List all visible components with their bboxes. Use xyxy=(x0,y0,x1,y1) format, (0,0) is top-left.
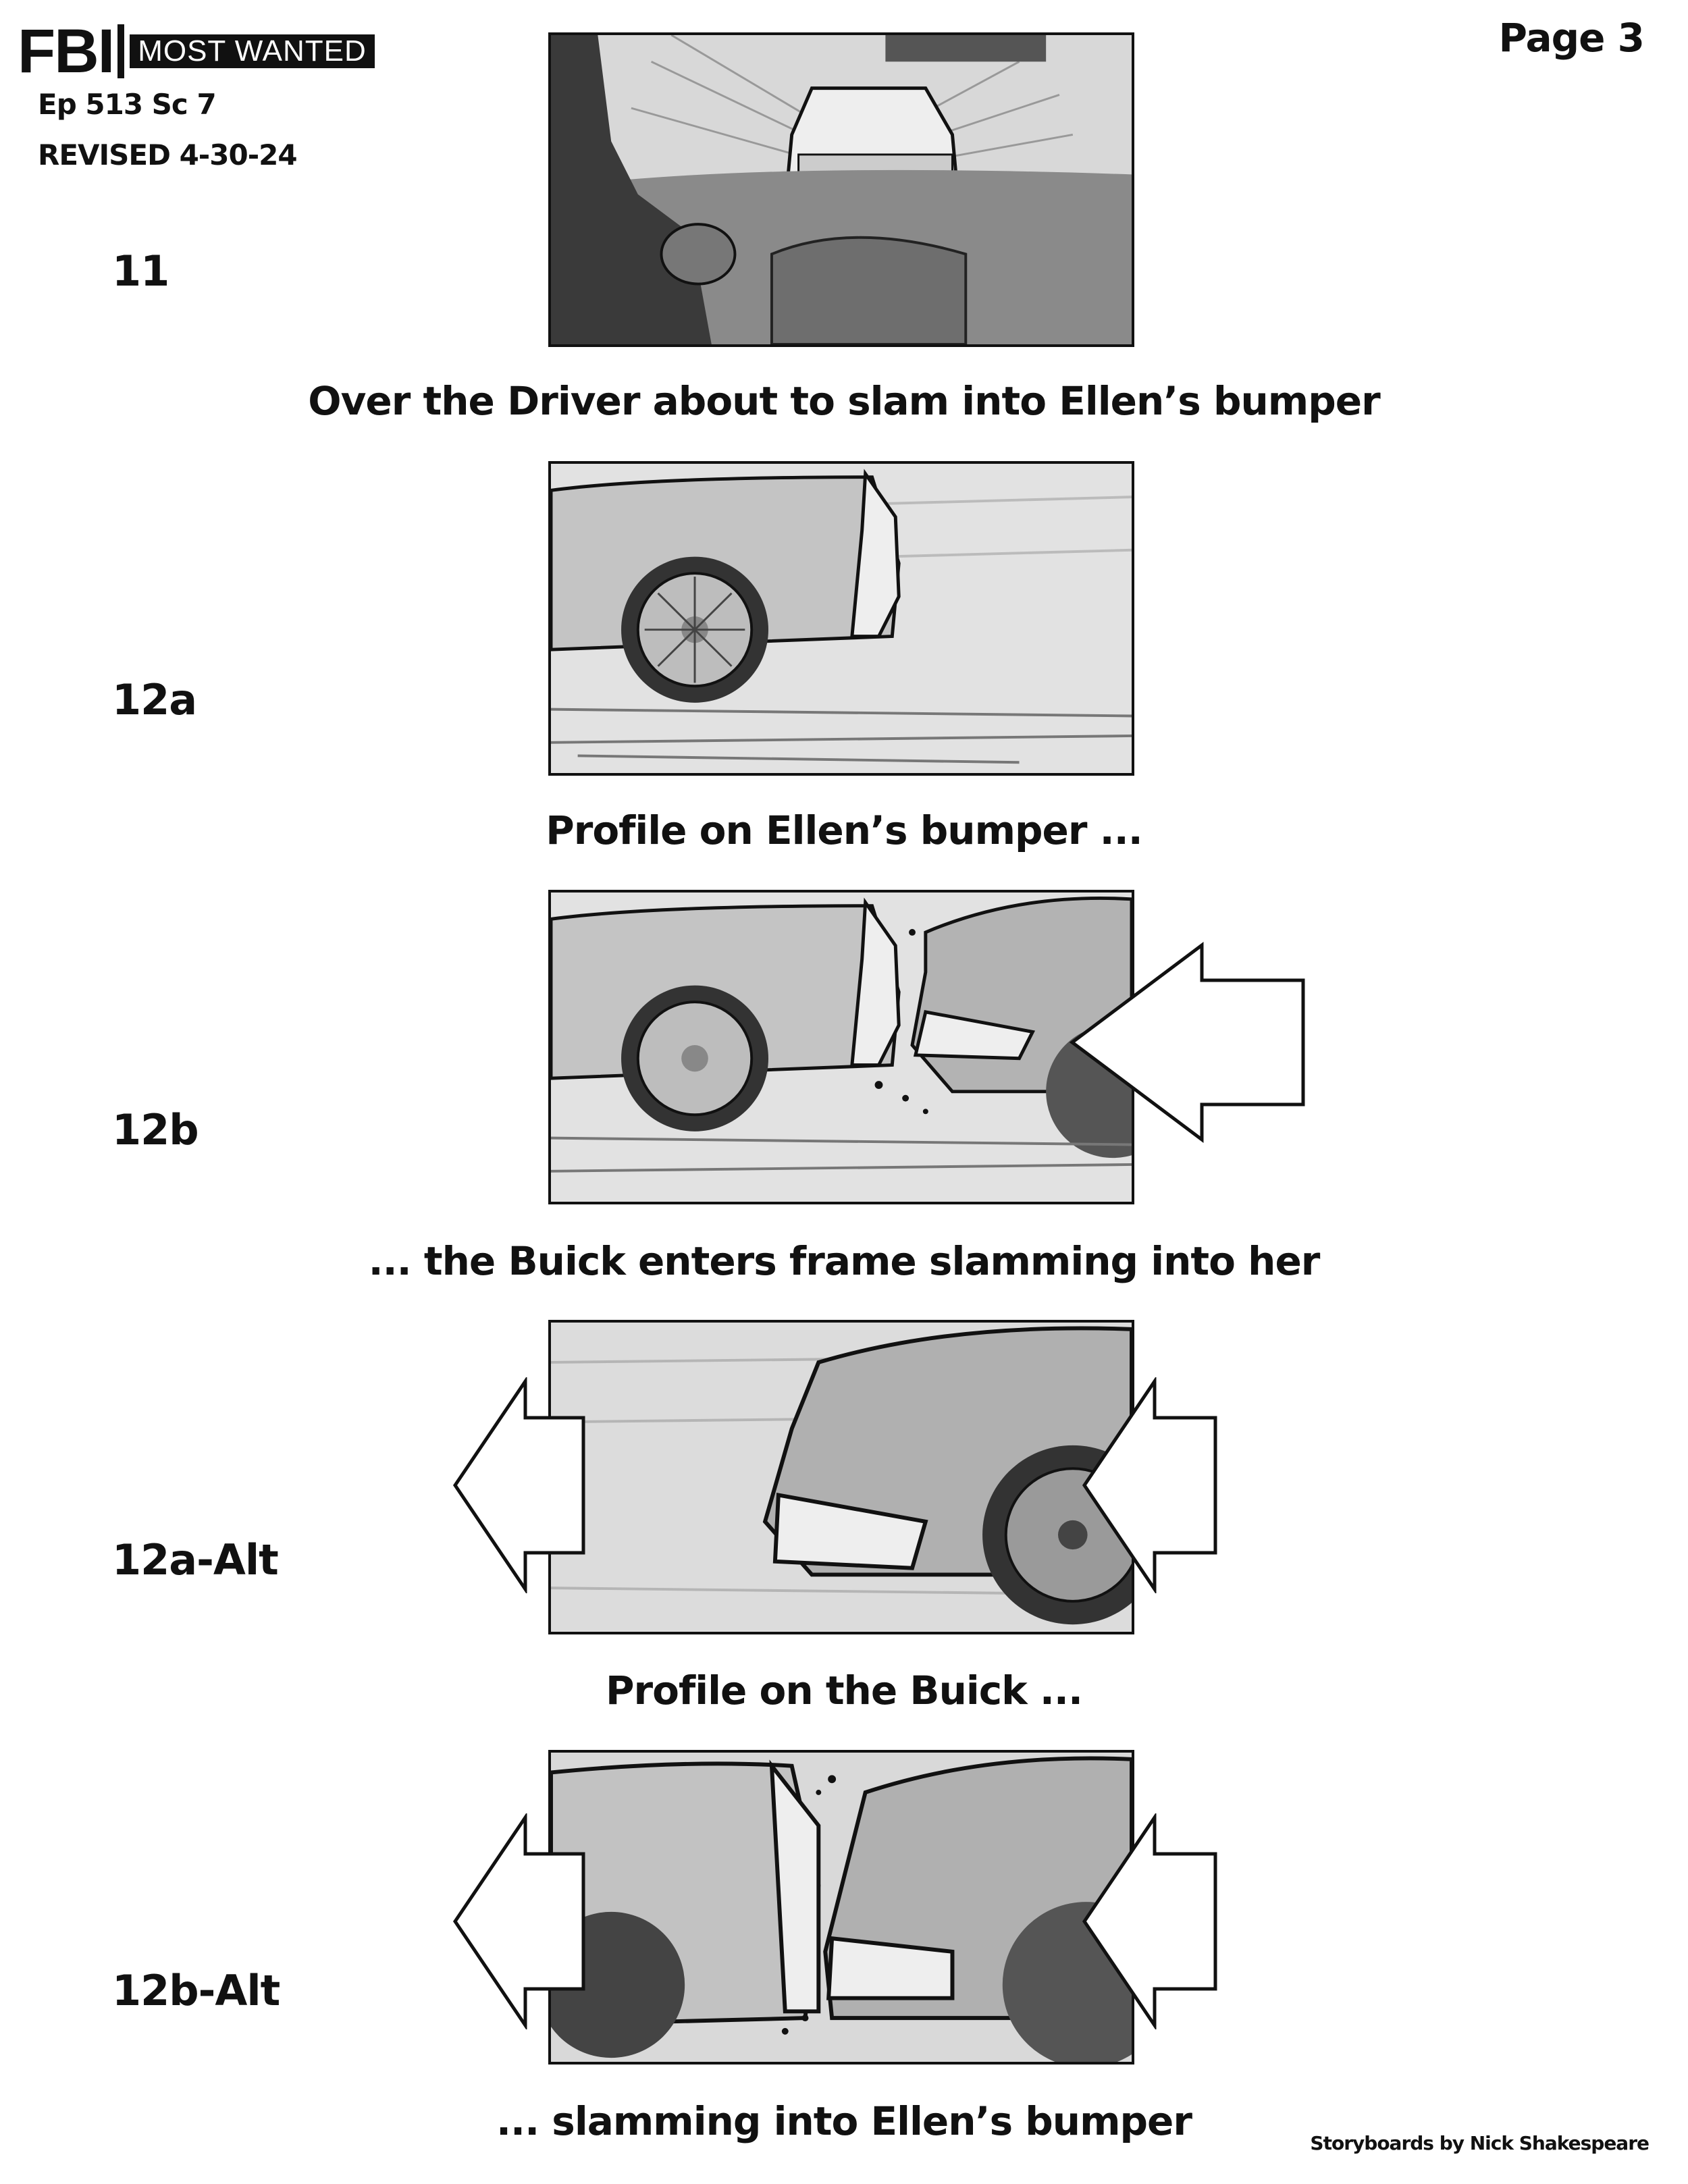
action-arrow-left-exit-icon xyxy=(452,1377,585,1593)
panel-caption-12a: Profile on Ellen’s bumper ... xyxy=(546,807,1143,853)
panel-number-12b-alt: 12b-Alt xyxy=(112,1966,280,2015)
panel-image-11 xyxy=(548,32,1134,347)
panel-number-11: 11 xyxy=(112,246,169,296)
panel-number-12a: 12a xyxy=(112,675,197,724)
action-arrow-left-enter-icon xyxy=(1082,1377,1217,1593)
panel-number-12b: 12b xyxy=(112,1105,199,1154)
logo-divider xyxy=(117,24,125,78)
panel-number-12a-alt: 12a-Alt xyxy=(112,1535,279,1584)
panel-caption-12a-alt: Profile on the Buick ... xyxy=(606,1668,1083,1713)
panel-image-12a xyxy=(548,461,1134,776)
panel-caption-12b-alt: ... slamming into Ellen’s bumper xyxy=(496,2098,1192,2144)
logo-subtitle: MOST WANTED xyxy=(130,34,375,68)
panel-caption-11: Over the Driver about to slam into Ellen… xyxy=(308,378,1380,424)
revision-date: REVISED 4-30-24 xyxy=(38,138,298,171)
action-arrow-left-enter-alt-icon xyxy=(1082,1813,1217,2029)
panel-image-12b xyxy=(548,890,1134,1204)
page-number: Page 3 xyxy=(1498,15,1645,61)
logo-fbi-text: FBI xyxy=(18,17,115,86)
panel-image-12b-alt xyxy=(548,1750,1134,2065)
panel-caption-12b: ... the Buick enters frame slamming into… xyxy=(368,1238,1321,1284)
panel-image-12a-alt xyxy=(548,1320,1134,1634)
show-logo: FBI MOST WANTED xyxy=(18,17,375,86)
action-arrow-left-exit-alt-icon xyxy=(452,1813,585,2029)
action-arrow-left-icon xyxy=(1069,942,1305,1143)
storyboard-credit: Storyboards by Nick Shakespeare xyxy=(1310,2132,1650,2154)
episode-scene-label: Ep 513 Sc 7 xyxy=(38,88,217,121)
